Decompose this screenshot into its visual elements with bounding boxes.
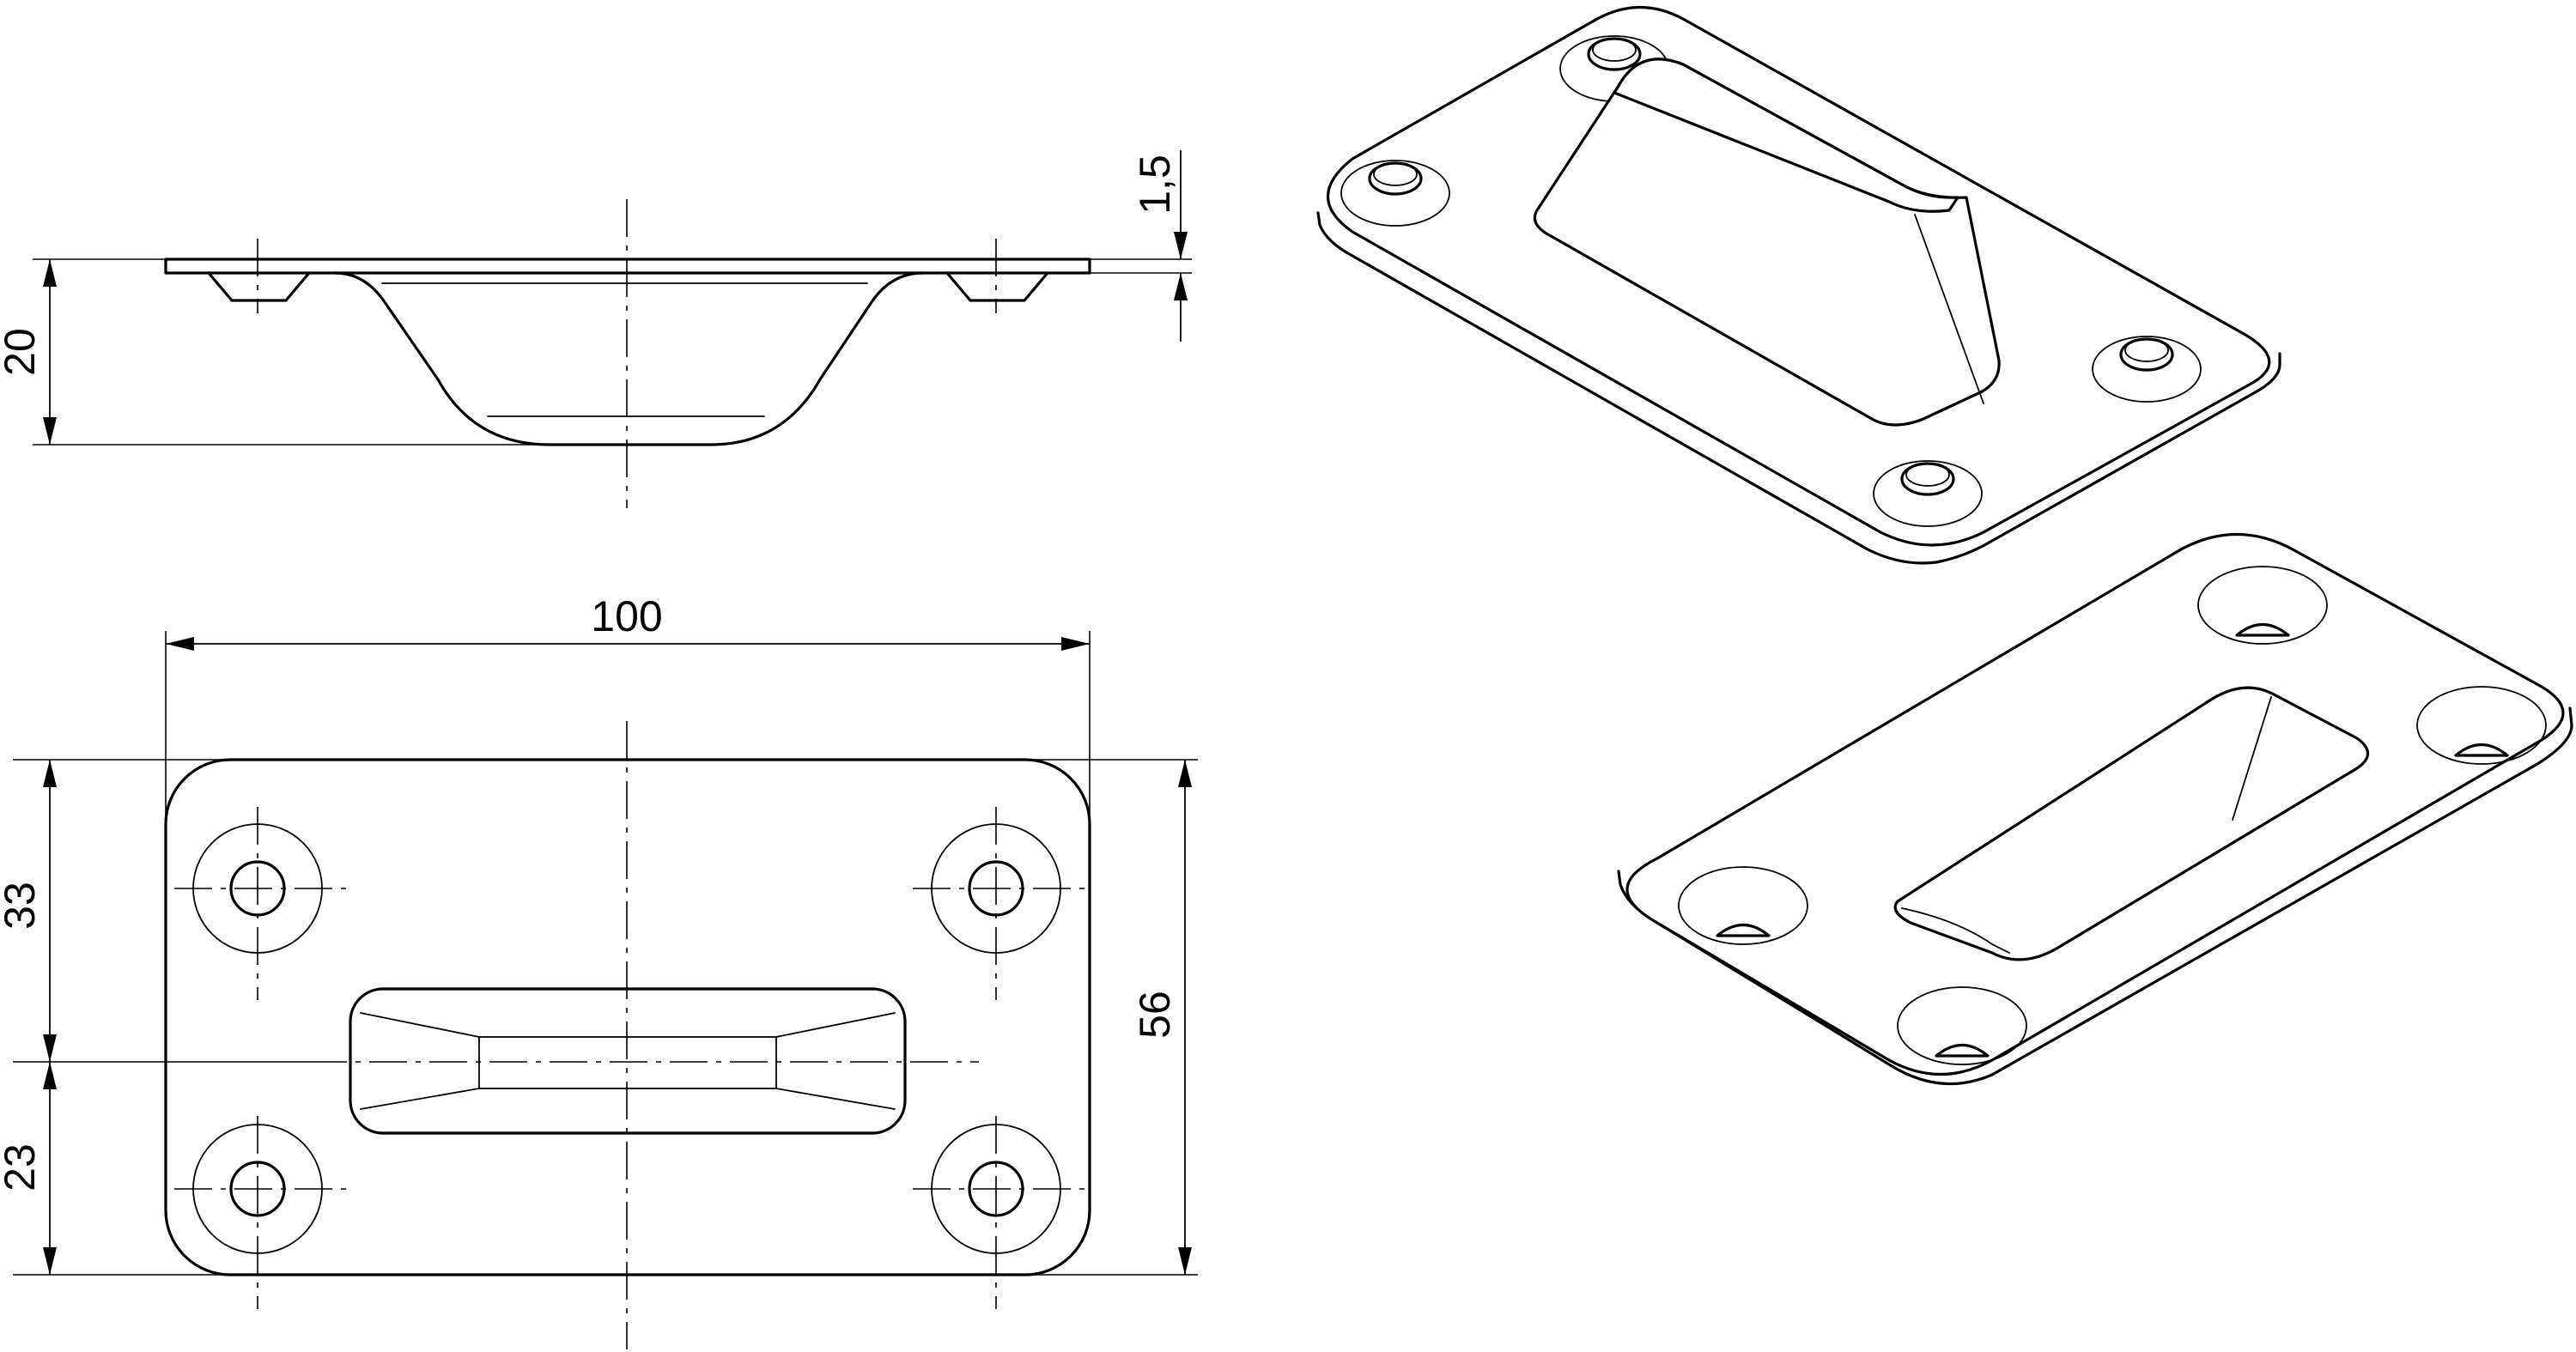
arrow-width-top: [1178, 760, 1192, 787]
arrow-height-bottom: [43, 417, 57, 445]
iso-top-hole-right: [2092, 336, 2202, 403]
arrow-height-top: [43, 259, 57, 287]
side-view: 20 1,5: [0, 150, 1192, 508]
channel-chamfer-bl: [360, 1088, 480, 1110]
side-plate: [164, 258, 1091, 275]
arrow-upper-offset-top: [43, 760, 57, 787]
iso-bottom-hole-top: [2197, 566, 2328, 645]
iso-bottom-channel-edge: [2232, 696, 2272, 821]
iso-bottom-channel-inner: [1901, 907, 2010, 954]
iso-top-plate-edge: [1316, 211, 2281, 565]
iso-top-hole-left: [1340, 160, 1450, 227]
iso-bottom-hole-front: [1897, 986, 2027, 1065]
dim-label-width: 56: [1131, 991, 1179, 1039]
iso-bottom-hole-left: [1678, 866, 1808, 945]
iso-top-channel-ridge: [1613, 58, 1959, 213]
dim-label-length: 100: [591, 592, 662, 640]
side-countersink-right: [945, 271, 1049, 302]
arrow-upper-offset-bottom: [43, 1034, 57, 1062]
iso-top-hole-front: [1873, 460, 1983, 527]
channel-chamfer-br: [775, 1088, 896, 1110]
channel-outer: [349, 987, 907, 1135]
arrow-lower-offset-top: [43, 1062, 57, 1089]
top-view: 100 33 23 56: [0, 592, 1198, 1349]
channel-chamfer-tr: [775, 1012, 896, 1038]
iso-view-top: [1316, 6, 2281, 565]
channel-chamfer-tl: [360, 1012, 480, 1038]
channel-inner-flat: [478, 1036, 777, 1089]
dim-label-thickness: 1,5: [1131, 155, 1179, 215]
iso-top-channel-edge: [1914, 214, 1984, 404]
iso-bottom-hole-right: [2416, 686, 2547, 765]
arrow-thickness-bottom: [1174, 273, 1188, 300]
arrow-width-bottom: [1178, 1247, 1192, 1275]
dim-label-height: 20: [0, 328, 44, 376]
side-countersink-left: [207, 271, 311, 302]
arrow-lower-offset-bottom: [43, 1247, 57, 1275]
iso-bottom-channel-outer: [1893, 686, 2370, 961]
dim-label-lower-offset: 23: [0, 1143, 44, 1191]
dim-label-upper-offset: 33: [0, 882, 44, 930]
side-channel-profile: [333, 271, 925, 446]
plate-outline: [164, 758, 1091, 1276]
arrow-length-left: [166, 637, 194, 651]
iso-view-bottom: [1617, 532, 2573, 1086]
arrow-length-right: [1061, 637, 1090, 651]
arrow-thickness-top: [1174, 232, 1188, 259]
